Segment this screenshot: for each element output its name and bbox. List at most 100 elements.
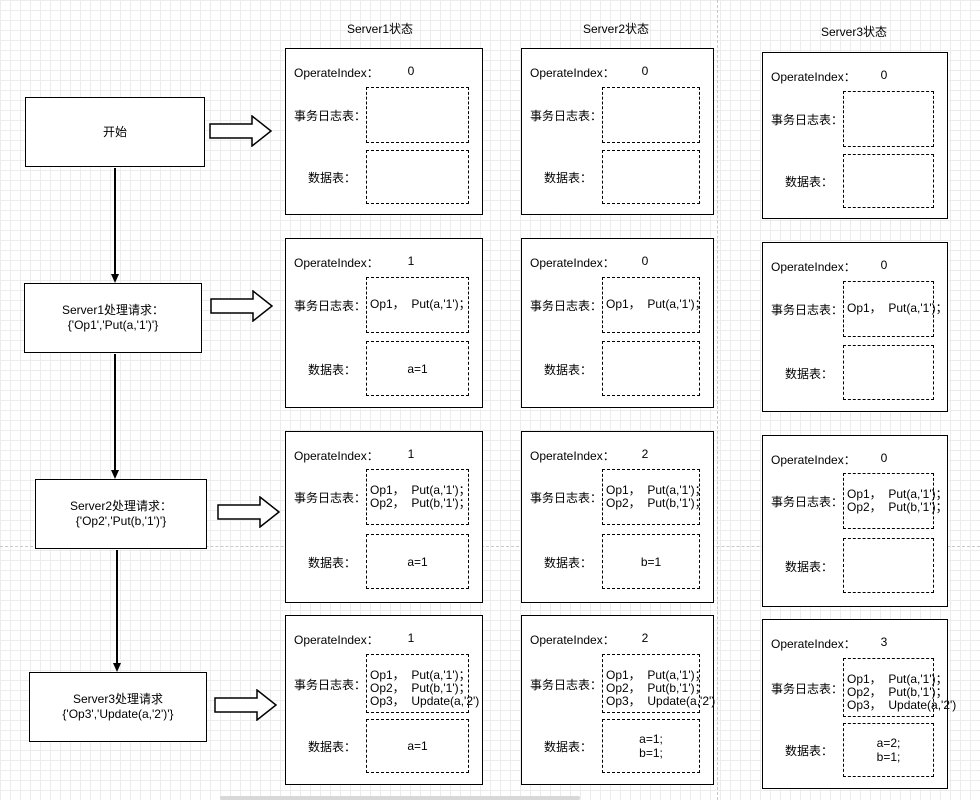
- log-table-area: Op1， Put(a,'1')； Op2， Put(b,'1')； Op3， U…: [843, 658, 956, 717]
- operate-index-value: 1: [407, 631, 415, 645]
- state-box-server1-step3: OperateIndex： 1 事务日志表：Op1， Put(a,'1')； Op2…: [285, 431, 483, 603]
- horizontal-scrollbar[interactable]: [220, 796, 580, 800]
- log-table-area: [602, 87, 700, 143]
- data-table-label: 数据表：: [308, 740, 357, 754]
- block-arrow-3: [217, 496, 281, 528]
- column-header-server2: Server2状态: [582, 22, 650, 36]
- operate-index-label: OperateIndex：: [771, 637, 856, 651]
- state-box-server3-step2: OperateIndex： 0 事务日志表：Op1， Put(a,'1')； 数据表：: [762, 242, 948, 412]
- log-table-label: 事务日志表：: [530, 109, 603, 123]
- log-table-area: Op1， Put(a,'1')； Op2， Put(b,'1')；: [843, 473, 948, 529]
- log-table-label: 事务日志表：: [771, 303, 844, 317]
- data-table-label: 数据表：: [785, 744, 834, 758]
- flow-step-server1: Server1处理请求： {'Op1','Put(a,'1')'}: [24, 283, 202, 353]
- page-guide-vertical: [717, 0, 718, 800]
- block-arrow-4: [214, 689, 278, 721]
- data-table-area: [843, 154, 934, 208]
- log-table-area: [366, 87, 469, 143]
- operate-index-value: 0: [880, 258, 888, 272]
- operate-index-value: 2: [641, 447, 649, 461]
- flow-step-server2: Server2处理请求： {'Op2','Put(b,'1')'}: [35, 479, 207, 549]
- data-table-area: [366, 150, 469, 204]
- flow-connector-1: [114, 168, 116, 274]
- operate-index-value: 3: [880, 635, 888, 649]
- data-table-label: 数据表：: [544, 362, 593, 377]
- operate-index-value: 2: [641, 631, 649, 645]
- operate-index-label: OperateIndex：: [530, 633, 615, 647]
- operate-index-value: 0: [880, 451, 888, 465]
- log-table-label: 事务日志表：: [530, 491, 603, 505]
- operate-index-label: OperateIndex：: [771, 70, 856, 84]
- operate-index-value: 0: [880, 68, 888, 82]
- operate-index-label: OperateIndex：: [530, 256, 615, 270]
- log-table-area: Op1， Put(a,'1')； Op2， Put(b,'1')；: [602, 469, 707, 525]
- data-table-label: 数据表：: [785, 559, 834, 574]
- data-table-label: 数据表：: [544, 555, 593, 570]
- page-guide-horizontal: [0, 546, 980, 547]
- log-table-area: Op1， Put(a,'1')；: [602, 277, 707, 333]
- operate-index-label: OperateIndex：: [294, 66, 379, 80]
- log-table-label: 事务日志表：: [294, 491, 367, 505]
- log-table-area: [843, 91, 934, 147]
- operate-index-value: 0: [641, 254, 649, 268]
- log-table-label: 事务日志表：: [771, 113, 844, 127]
- data-table-area: a=2; b=1;: [843, 723, 934, 777]
- data-table-area: a=1; b=1;: [602, 719, 700, 773]
- data-table-label: 数据表：: [308, 362, 357, 377]
- log-table-area: Op1， Put(a,'1')；: [366, 277, 471, 333]
- operate-index-value: 1: [407, 447, 415, 461]
- state-box-server1-step1: OperateIndex： 0 事务日志表： 数据表：: [285, 48, 483, 215]
- data-table-label: 数据表：: [544, 740, 593, 754]
- flow-step-server3: Server3处理请求 {'Op3','Update(a,'2')'}: [29, 672, 207, 742]
- state-box-server2-step3: OperateIndex： 2 事务日志表：Op1， Put(a,'1')； Op2…: [521, 431, 714, 603]
- log-table-area: Op1， Put(a,'1')； Op2， Put(b,'1')； Op3， U…: [366, 654, 479, 713]
- log-table-label: 事务日志表：: [771, 681, 844, 696]
- flow-connector-3: [116, 550, 118, 663]
- operate-index-label: OperateIndex：: [294, 449, 379, 463]
- flow-step-start: 开始: [25, 97, 205, 167]
- operate-index-value: 1: [407, 254, 415, 268]
- log-table-area: Op1， Put(a,'1')； Op2， Put(b,'1')；: [366, 469, 471, 525]
- state-box-server1-step2: OperateIndex： 1 事务日志表：Op1， Put(a,'1')； 数据表：…: [285, 238, 483, 408]
- state-box-server3-step4: OperateIndex： 3 事务日志表：Op1， Put(a,'1')； Op2…: [762, 619, 956, 789]
- flow-arrowhead-3: [113, 663, 121, 672]
- operate-index-label: OperateIndex：: [294, 256, 379, 270]
- data-table-label: 数据表：: [308, 555, 357, 570]
- data-table-area: [843, 345, 934, 400]
- data-table-area: a=1: [366, 341, 469, 396]
- data-table-area: [602, 150, 700, 204]
- block-arrow-1: [209, 115, 273, 147]
- log-table-area: Op1， Put(a,'1')；: [843, 281, 948, 337]
- column-header-server1: Server1状态: [346, 22, 414, 36]
- operate-index-value: 0: [641, 64, 649, 78]
- flow-arrowhead-2: [111, 470, 119, 479]
- data-table-label: 数据表：: [308, 171, 357, 185]
- operate-index-value: 0: [407, 64, 415, 78]
- log-table-label: 事务日志表：: [294, 299, 367, 313]
- state-box-server3-step1: OperateIndex： 0 事务日志表： 数据表：: [762, 52, 948, 219]
- data-table-area: b=1: [602, 534, 700, 589]
- log-table-label: 事务日志表：: [530, 677, 603, 692]
- data-table-area: a=1: [366, 534, 469, 589]
- data-table-label: 数据表：: [544, 171, 593, 185]
- log-table-label: 事务日志表：: [294, 677, 367, 692]
- data-table-label: 数据表：: [785, 175, 834, 189]
- operate-index-label: OperateIndex：: [294, 633, 379, 647]
- state-box-server1-step4: OperateIndex： 1 事务日志表：Op1， Put(a,'1')； Op2…: [285, 615, 483, 785]
- data-table-area: [843, 538, 934, 593]
- flow-arrowhead-1: [111, 274, 119, 283]
- data-table-area: [602, 341, 700, 396]
- block-arrow-2: [210, 290, 274, 322]
- flow-connector-2: [114, 354, 116, 470]
- operate-index-label: OperateIndex：: [771, 453, 856, 467]
- operate-index-label: OperateIndex：: [771, 260, 856, 274]
- data-table-area: a=1: [366, 719, 469, 773]
- operate-index-label: OperateIndex：: [530, 449, 615, 463]
- data-table-label: 数据表：: [785, 366, 834, 381]
- log-table-label: 事务日志表：: [294, 109, 367, 123]
- state-box-server2-step4: OperateIndex： 2 事务日志表：Op1， Put(a,'1')； Op2…: [521, 615, 715, 785]
- log-table-area: Op1， Put(a,'1')； Op2， Put(b,'1')； Op3， U…: [602, 654, 715, 713]
